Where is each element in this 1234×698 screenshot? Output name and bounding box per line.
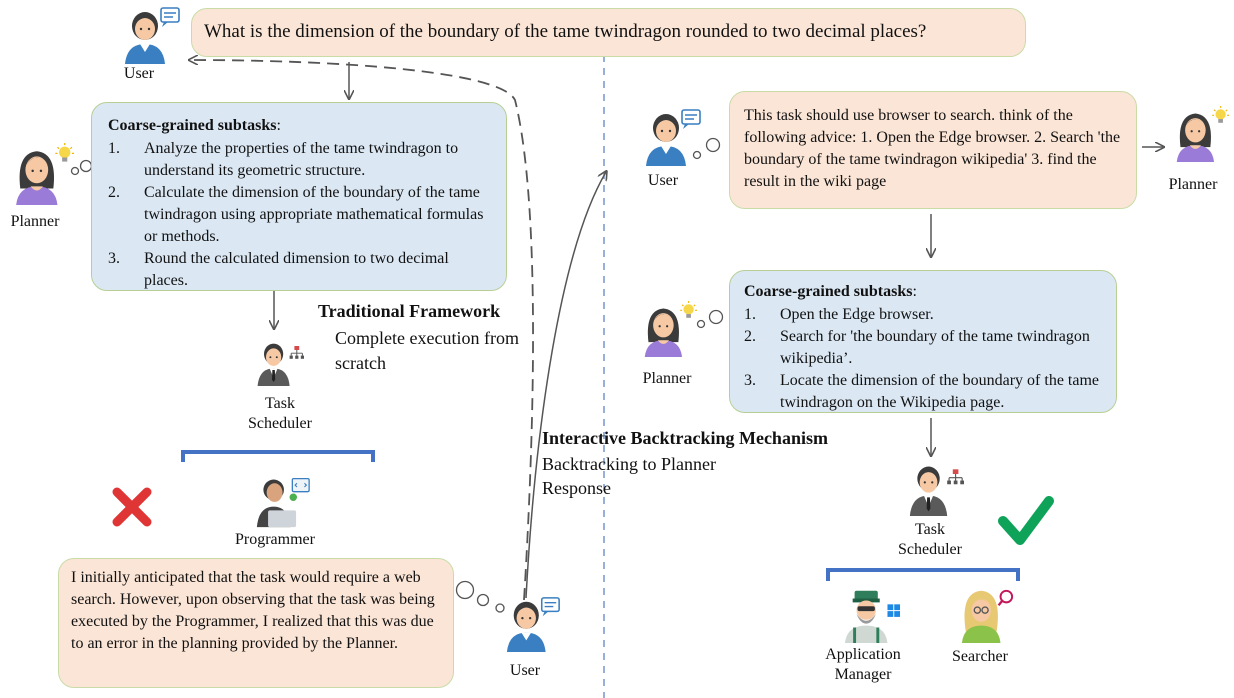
- left-plan-list: 1.Analyze the properties of the tame twi…: [108, 138, 490, 292]
- list-item: 3.Round the calculated dimension to two …: [108, 250, 449, 289]
- traditional-title: Traditional Framework: [318, 301, 501, 321]
- list-item: 1.Open the Edge browser.: [744, 306, 934, 323]
- check-icon: [998, 496, 1054, 545]
- planner-label-middle: Planner: [642, 370, 692, 387]
- task-scheduler-avatar-right: [908, 459, 964, 517]
- task-scheduler-label-right: Task Scheduler: [898, 521, 962, 558]
- application-manager-label: Application Manager: [825, 646, 901, 683]
- dashed-return-arrow: [190, 60, 534, 601]
- planner-label-left: Planner: [10, 213, 60, 230]
- right-plan-box: Coarse-grained subtasks: 1.Open the Edge…: [729, 270, 1117, 413]
- user-avatar-right: [644, 106, 704, 166]
- planner-avatar-middle: [641, 296, 697, 362]
- user-label-bottom: User: [509, 662, 541, 679]
- application-manager-avatar: [843, 585, 901, 643]
- cross-icon: [112, 487, 152, 527]
- planner-avatar-left: [12, 142, 74, 206]
- list-item: 1.Analyze the properties of the tame twi…: [108, 140, 459, 179]
- programmer-avatar: [255, 473, 311, 529]
- right-plan-list: 1.Open the Edge browser. 2.Search for 't…: [744, 304, 1104, 414]
- right-plan-title: Coarse-grained subtasks: [744, 283, 913, 300]
- task-scheduler-avatar-left: [256, 334, 304, 390]
- question-text: What is the dimension of the boundary of…: [204, 21, 927, 42]
- user-advice-box: This task should use browser to search. …: [729, 91, 1137, 209]
- user-feedback-box: I initially anticipated that the task wo…: [58, 558, 454, 688]
- user-label-top: User: [123, 65, 155, 82]
- list-item: 2.Search for 'the boundary of the tame t…: [744, 328, 1090, 367]
- left-plan-box: Coarse-grained subtasks: 1.Analyze the p…: [91, 102, 507, 291]
- searcher-label: Searcher: [952, 648, 1008, 665]
- user-avatar-bottom: [505, 594, 563, 652]
- thought-bubbles: [70, 137, 724, 613]
- programmer-label: Programmer: [235, 531, 315, 548]
- list-item: 3.Locate the dimension of the boundary o…: [744, 372, 1100, 411]
- user-feedback-text: I initially anticipated that the task wo…: [71, 569, 435, 652]
- traditional-desc: Complete execution from scratch: [335, 328, 519, 373]
- right-bracket: [826, 568, 1020, 581]
- interactive-desc: Backtracking to Planner Response: [542, 454, 716, 498]
- task-scheduler-label-left: Task Scheduler: [248, 395, 312, 432]
- backtracking-arrow: [525, 172, 606, 599]
- user-label-right: User: [647, 172, 679, 189]
- searcher-avatar: [958, 585, 1016, 643]
- planner-avatar-right: [1173, 101, 1229, 167]
- planner-label-right: Planner: [1168, 176, 1218, 193]
- left-bracket: [181, 450, 375, 462]
- question-box: What is the dimension of the boundary of…: [191, 8, 1026, 57]
- interactive-title: Interactive Backtracking Mechanism: [542, 428, 828, 448]
- user-advice-text: This task should use browser to search. …: [744, 107, 1121, 190]
- left-plan-title: Coarse-grained subtasks: [108, 117, 277, 134]
- list-item: 2.Calculate the dimension of the boundar…: [108, 184, 484, 245]
- user-avatar-top: [122, 4, 184, 64]
